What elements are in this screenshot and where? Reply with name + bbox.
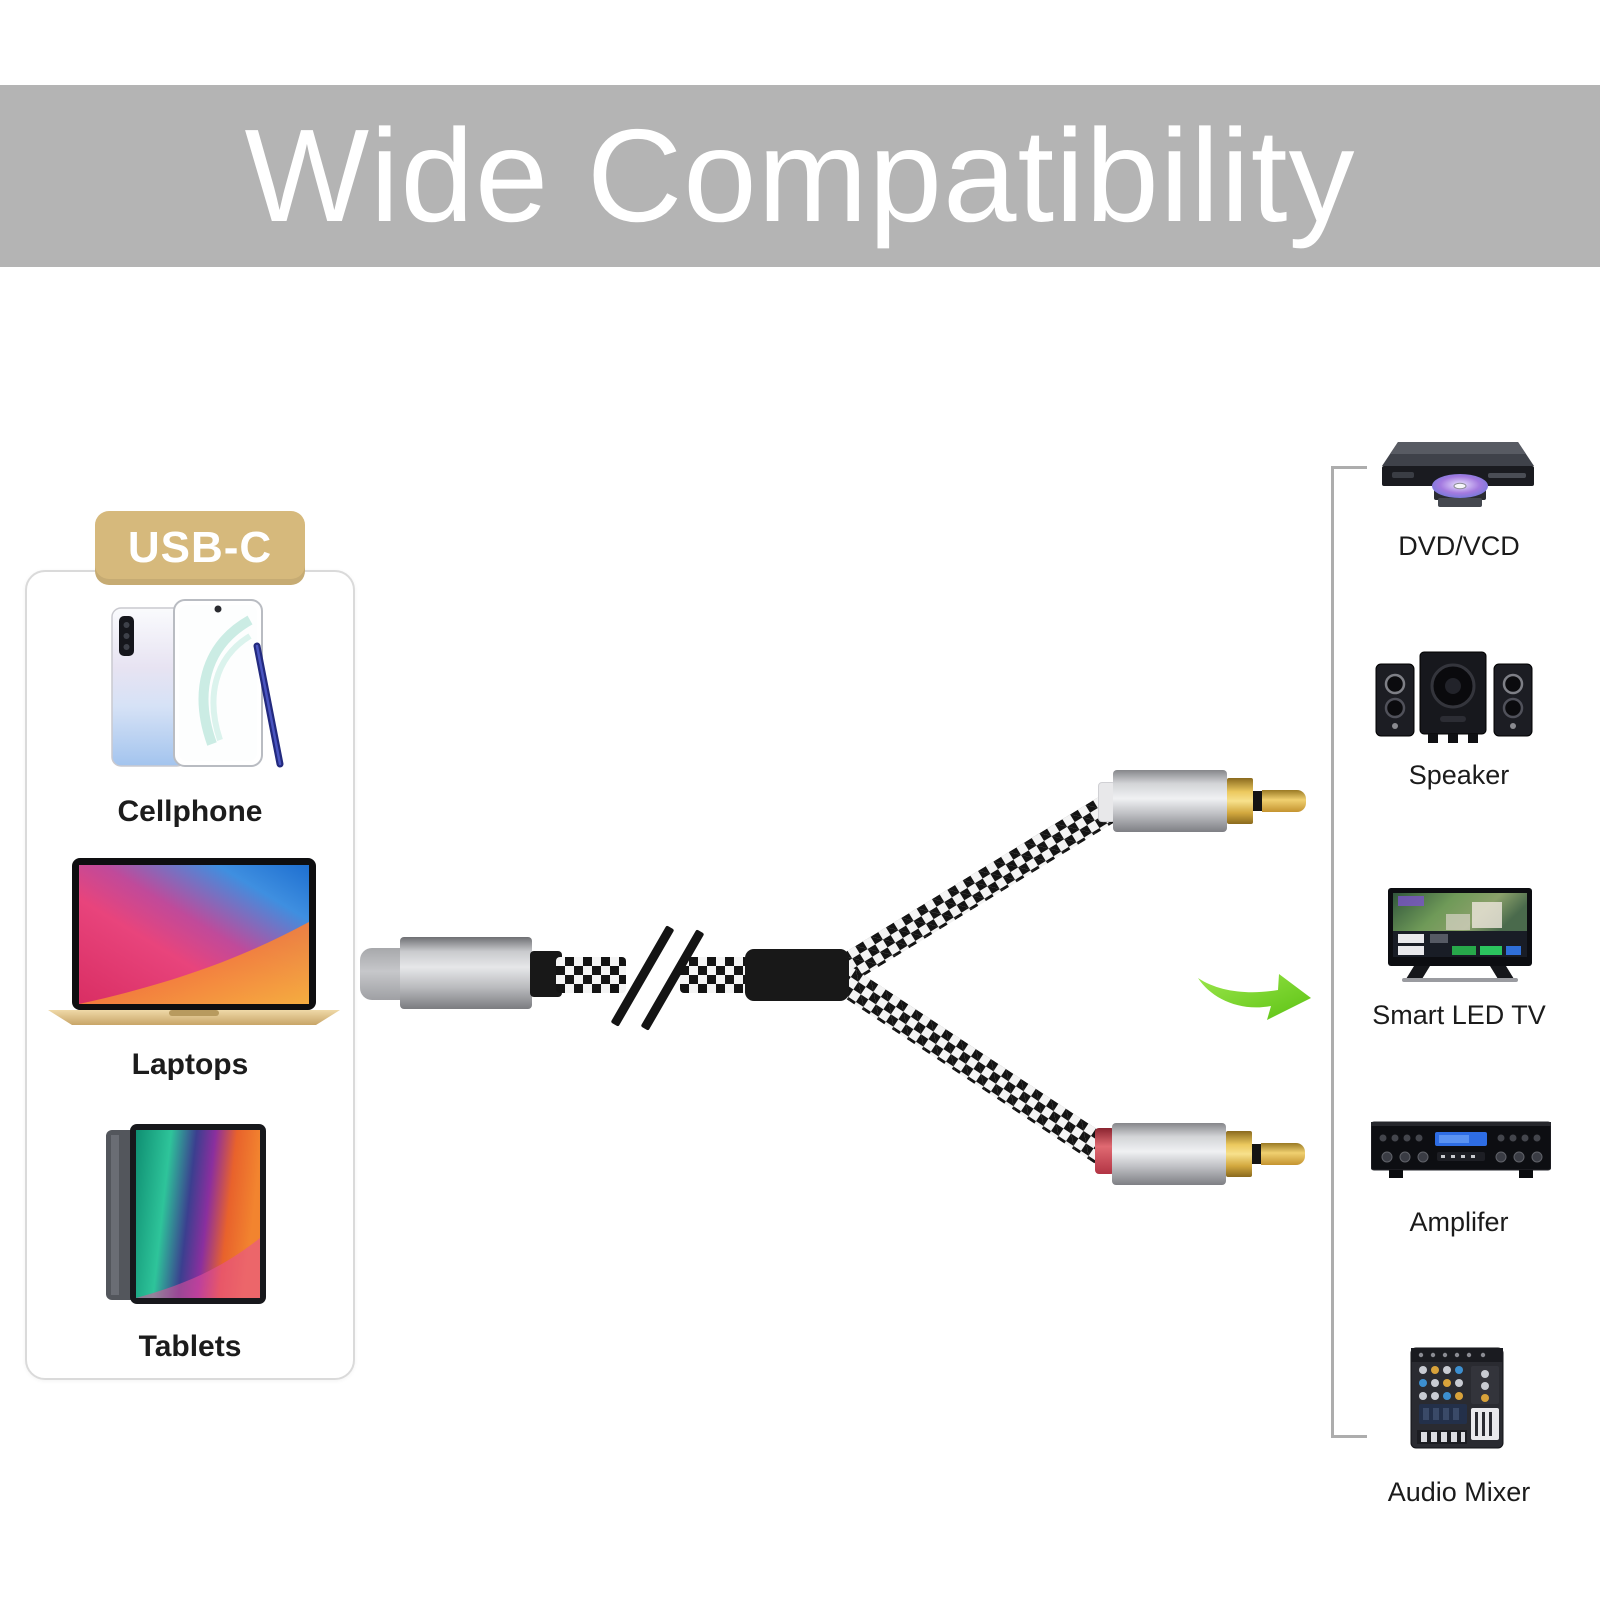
laptop-icon [48,858,340,1025]
label-tablets: Tablets [138,1330,242,1363]
speaker-image [1370,648,1538,746]
smart-tv-icon [1388,888,1532,982]
cable-y-splitter-junction [745,949,849,1001]
bracket-tick-top [1331,466,1367,469]
arrow-right-icon [1198,974,1311,1020]
label-dvd-vcd: DVD/VCD [1398,531,1520,561]
bracket-tick-bottom [1331,1435,1367,1438]
rca-gold-pin [1262,790,1306,812]
usb-c-badge: USB-C [95,511,305,585]
rca-insulator [1253,791,1262,811]
audio-mixer-image [1409,1340,1505,1452]
usb-c-plug-tip-icon [360,948,402,1000]
label-cellphone: Cellphone [117,795,263,828]
tablet-image [100,1120,270,1308]
rca-connector-icon [1113,770,1227,832]
braided-cable-segment [680,957,748,993]
cellphone-icon [111,599,284,768]
smart-tv-image [1386,888,1534,984]
dvd-player-image [1378,436,1538,528]
cable-branch-left-channel [832,793,1121,986]
amplifier-icon [1371,1121,1551,1178]
speaker-icon [1375,651,1533,743]
braided-cable-segment [556,957,626,993]
usb-c-connector-icon [400,937,532,1009]
label-smart-led-tv: Smart LED TV [1372,1000,1546,1030]
audio-mixer-icon [1410,1347,1504,1449]
tablet-icon [106,1124,266,1304]
cable-branch-right-channel [831,964,1116,1167]
laptop-image [48,856,340,1030]
page-title: Wide Compatibility [244,102,1356,249]
bracket-line [1331,466,1334,1438]
rca-insulator [1252,1144,1261,1164]
rca-red-ring [1095,1128,1115,1174]
amplifier-image [1371,1116,1551,1182]
dvd-player-icon [1382,442,1534,507]
label-speaker: Speaker [1408,760,1510,790]
green-arrow [1193,962,1315,1030]
label-laptops: Laptops [131,1048,249,1081]
rca-gold-collar [1226,1131,1252,1177]
label-amplifier: Amplifer [1409,1207,1509,1237]
rca-gold-pin [1261,1143,1305,1165]
rca-gold-collar [1227,778,1253,824]
header-banner: Wide Compatibility [0,85,1600,267]
rca-connector-icon [1112,1123,1226,1185]
cellphone-image [108,594,286,772]
label-audio-mixer: Audio Mixer [1387,1477,1531,1507]
